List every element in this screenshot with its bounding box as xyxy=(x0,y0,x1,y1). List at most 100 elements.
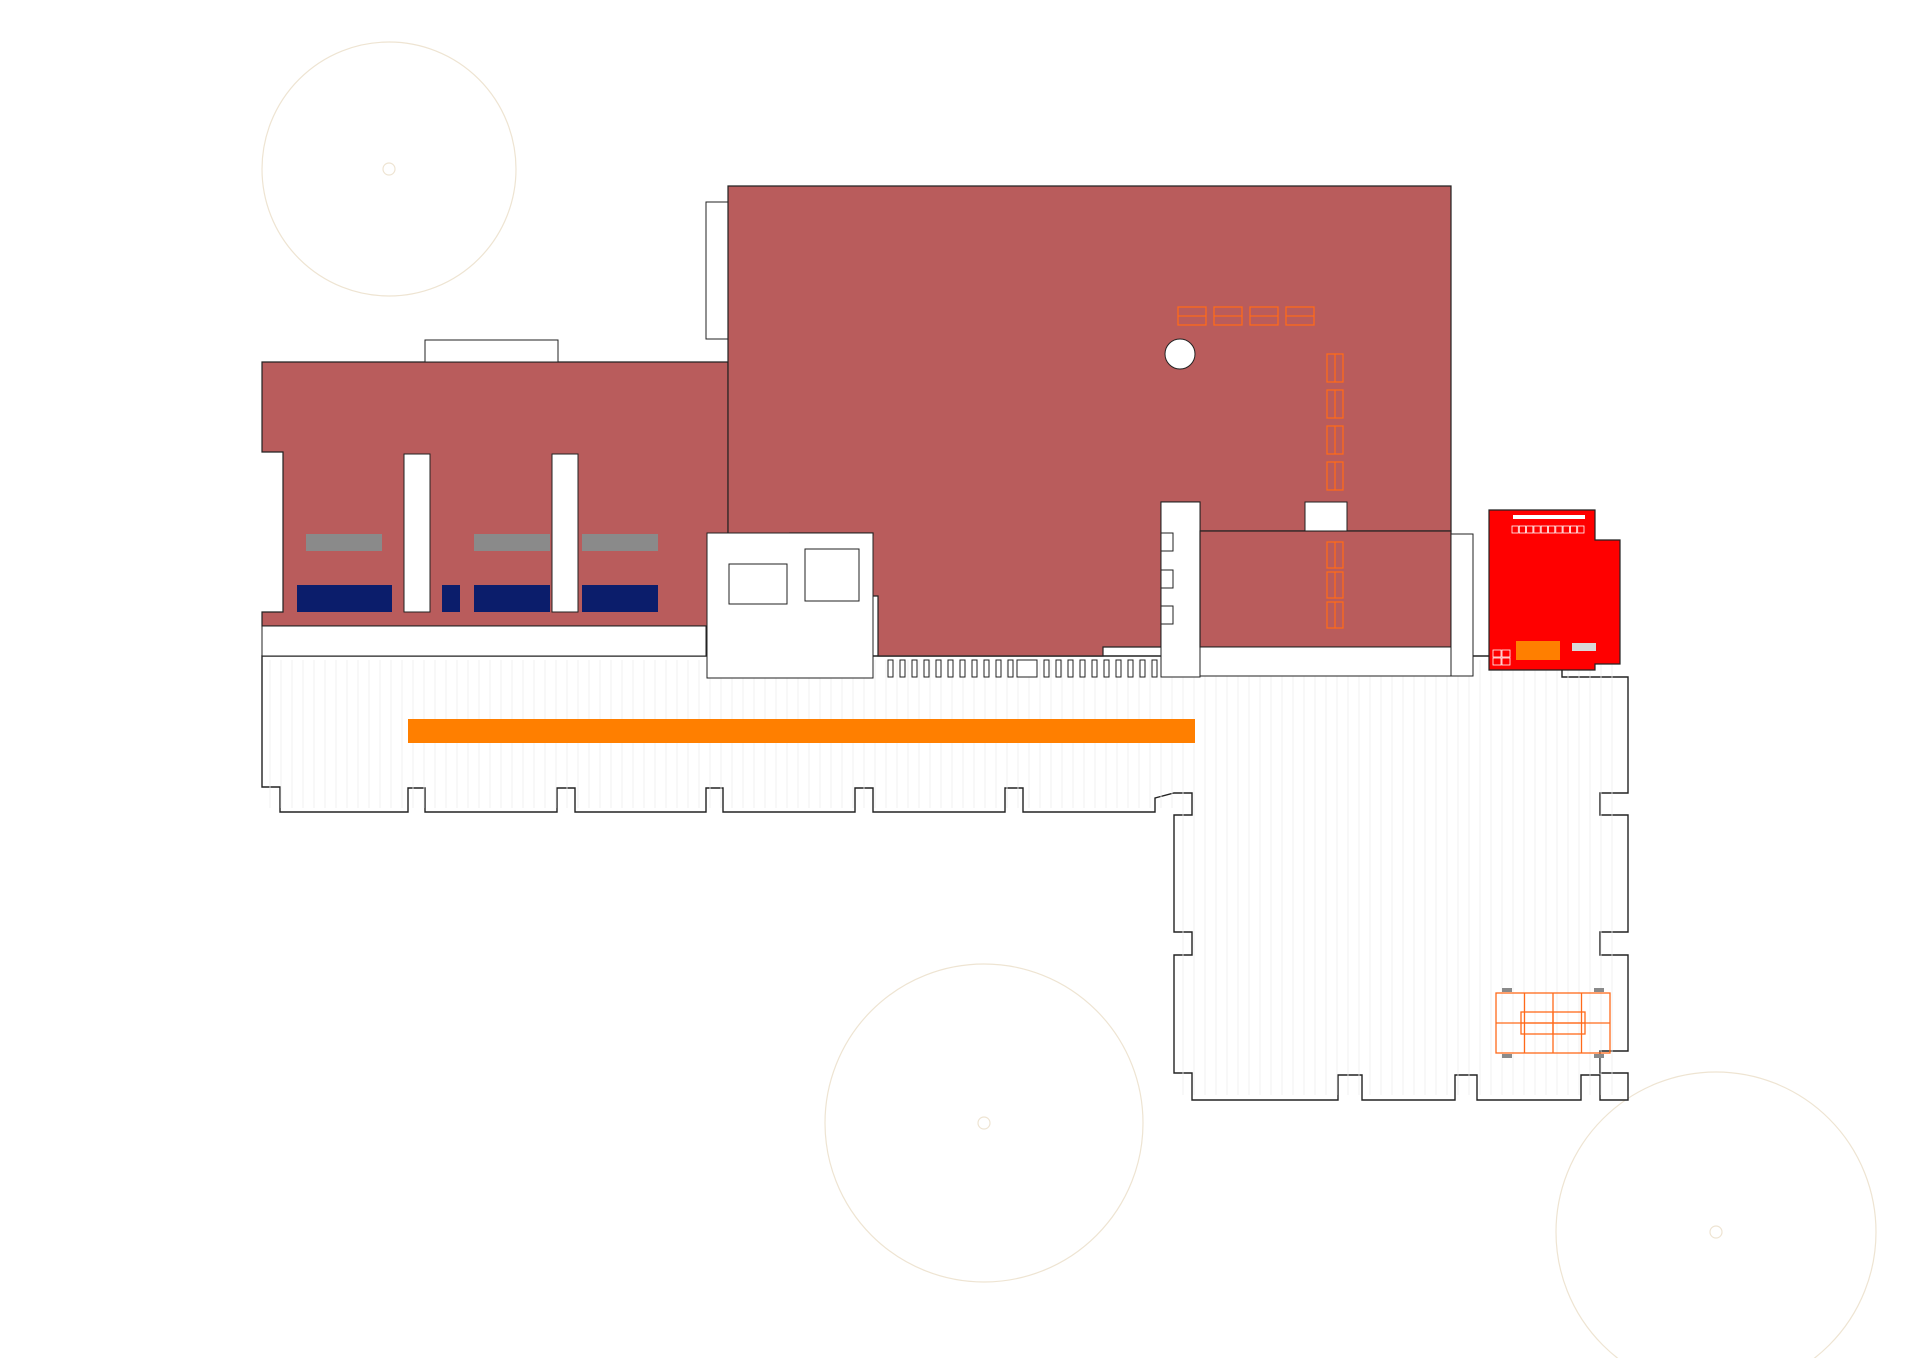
window-pier xyxy=(923,659,930,678)
large-hall xyxy=(705,185,1452,679)
se-door xyxy=(1450,533,1474,677)
pier-notch xyxy=(1160,532,1174,552)
se-strip xyxy=(1199,646,1452,677)
chair-grid xyxy=(1285,306,1315,326)
elevator-2 xyxy=(804,548,860,602)
window-pier xyxy=(1055,659,1062,678)
chair-grid xyxy=(1326,541,1344,569)
corridor xyxy=(261,655,1629,1101)
chair-grids xyxy=(1177,306,1611,1058)
chair-gray xyxy=(1594,988,1604,992)
red-room-cells xyxy=(1492,525,1585,666)
tree-center xyxy=(1709,1225,1723,1239)
red-cell xyxy=(1518,525,1527,534)
bench-navy xyxy=(474,585,550,612)
south-east-room-fill xyxy=(1199,530,1452,648)
chair-gray xyxy=(1502,988,1512,992)
table-grid xyxy=(1520,1011,1586,1035)
red-cell xyxy=(1562,525,1570,534)
red-cell xyxy=(1548,525,1556,534)
elevator-1 xyxy=(728,563,788,605)
west-wing xyxy=(261,339,729,657)
pier-notch xyxy=(1160,569,1174,589)
chair-gray xyxy=(1502,1054,1512,1058)
bench-navy xyxy=(582,585,658,612)
tree-center xyxy=(977,1116,991,1130)
column-1 xyxy=(403,453,431,613)
tree-circle xyxy=(824,963,1144,1283)
window-pier xyxy=(1127,659,1134,678)
tree-circle xyxy=(261,41,517,297)
red-cell xyxy=(1555,525,1563,534)
red-cell xyxy=(1533,525,1541,534)
north-annex xyxy=(424,339,559,363)
table-grid xyxy=(1495,992,1611,1054)
red-cell xyxy=(1511,525,1519,534)
pier-notch xyxy=(1160,605,1174,625)
column-2 xyxy=(551,453,579,613)
window-pier xyxy=(1139,659,1146,678)
bench-gray xyxy=(582,534,658,551)
pier-block xyxy=(1160,501,1201,678)
chair-grid xyxy=(1213,306,1243,326)
south-strip xyxy=(261,625,707,657)
window-pier xyxy=(959,659,966,678)
se-pier-top xyxy=(1304,501,1348,532)
round-column xyxy=(1164,338,1196,370)
window-pier xyxy=(1151,659,1158,678)
door-pier xyxy=(1016,659,1038,678)
window-pier xyxy=(995,659,1002,678)
red-room-counter xyxy=(1572,643,1596,651)
chair-grid xyxy=(1326,353,1344,383)
bench-navy xyxy=(297,585,392,612)
red-cell xyxy=(1577,525,1585,534)
tree-circle xyxy=(1555,1071,1877,1358)
window-pier xyxy=(1079,659,1086,678)
red-cell xyxy=(1526,525,1534,534)
bench-navy-group xyxy=(297,585,658,612)
trees xyxy=(261,41,1877,1358)
window-pier xyxy=(983,659,990,678)
window-pier xyxy=(971,659,978,678)
red-cell xyxy=(1501,649,1511,658)
red-room-fill xyxy=(1488,509,1621,671)
red-room-table xyxy=(1516,641,1560,660)
chair-grid xyxy=(1326,601,1344,629)
red-room-shelf xyxy=(1513,515,1585,519)
chair-grid xyxy=(1249,306,1279,326)
window-pier xyxy=(887,659,894,678)
chair-grid xyxy=(1326,425,1344,455)
red-room xyxy=(1488,509,1621,671)
window-pier xyxy=(911,659,918,678)
bench-navy xyxy=(442,585,460,612)
bench-gray xyxy=(306,534,382,551)
orange-bar xyxy=(408,719,1195,743)
window-pier xyxy=(1103,659,1110,678)
red-cell xyxy=(1492,649,1502,658)
window-pier xyxy=(1067,659,1074,678)
window-pier xyxy=(1091,659,1098,678)
window-pier xyxy=(935,659,942,678)
tree-center xyxy=(382,162,396,176)
window-pier xyxy=(1043,659,1050,678)
chair-grid xyxy=(1326,389,1344,419)
bench-gray xyxy=(474,534,550,551)
red-cell xyxy=(1570,525,1578,534)
red-cell xyxy=(1501,657,1511,666)
chair-grid xyxy=(1326,571,1344,599)
window-pier xyxy=(1115,659,1122,678)
chair-grid xyxy=(1326,461,1344,491)
hall-side-strip xyxy=(705,201,729,340)
chair-gray xyxy=(1594,1054,1604,1058)
red-cell xyxy=(1492,657,1502,666)
floor-texture xyxy=(269,660,1613,1095)
window-pier xyxy=(1007,659,1014,678)
window-pier xyxy=(947,659,954,678)
corridor-outline xyxy=(261,655,1629,1101)
window-pier xyxy=(899,659,906,678)
south-east-room xyxy=(1199,501,1474,677)
chair-grid xyxy=(1177,306,1207,326)
window-piers xyxy=(887,659,1158,678)
red-cell xyxy=(1540,525,1548,534)
